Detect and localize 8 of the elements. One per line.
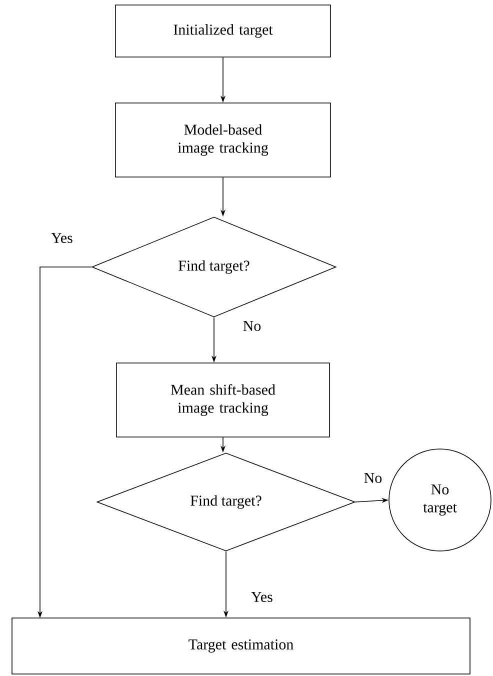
process-box: Mean shift-based image tracking <box>116 362 330 438</box>
edge-label: Yes <box>50 232 74 244</box>
process-box: Target estimation <box>12 618 470 674</box>
process-box: Initialized target <box>115 4 331 58</box>
edge-label: No <box>242 320 262 332</box>
edge-label: Yes <box>250 591 274 603</box>
edge-label: No <box>362 472 384 484</box>
process-box: Model-based image tracking <box>115 102 331 178</box>
